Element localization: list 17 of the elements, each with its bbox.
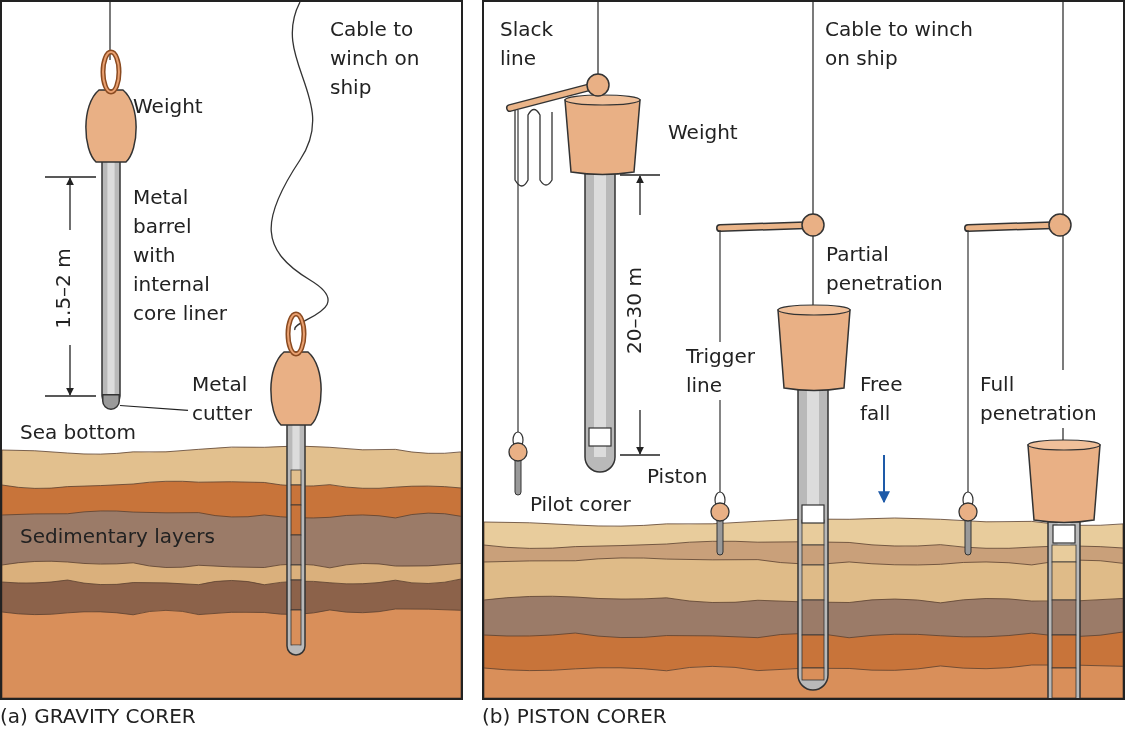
part-label: Cable to winch on ship [825, 16, 974, 72]
part-label: Metal cutter [192, 370, 272, 428]
cutter-tip [102, 394, 120, 410]
part-label: Weight [668, 119, 739, 146]
part-label: Sedimentary layers [20, 523, 216, 550]
part-label: Pilot corer [530, 491, 632, 518]
part-label: Metal barrel with internal core liner [133, 184, 228, 327]
panel-caption: (b) PISTON CORER [482, 704, 667, 728]
part-label: Cable to winch on ship [330, 16, 421, 101]
part-label: Partial penetration [826, 241, 944, 297]
part-label: Free fall [860, 371, 904, 427]
part-label: Weight [133, 93, 204, 120]
panel-caption: (a) GRAVITY CORER [0, 704, 196, 728]
leader-line [119, 404, 189, 411]
part-label: Piston [647, 463, 709, 490]
part-label: Slack line [500, 16, 555, 72]
part-label: Sea bottom [20, 419, 137, 446]
